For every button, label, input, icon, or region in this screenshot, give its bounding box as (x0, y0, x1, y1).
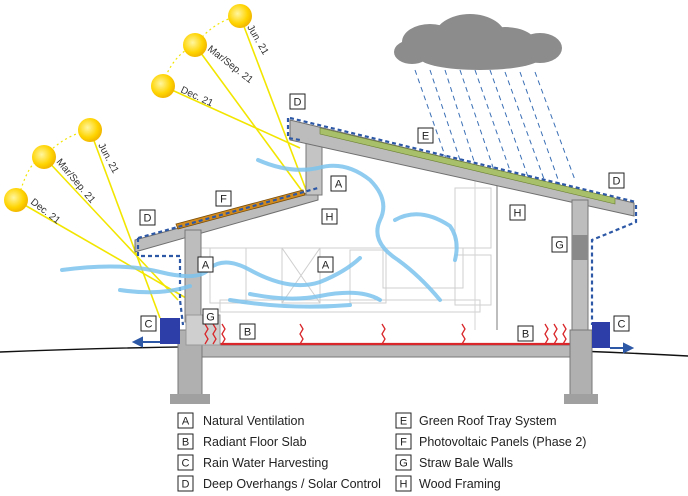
tag-B-left: B (239, 323, 256, 340)
svg-text:F: F (400, 437, 407, 449)
svg-text:D: D (294, 97, 302, 109)
legend-label-C: Rain Water Harvesting (203, 456, 328, 470)
sun-icon (32, 145, 56, 169)
svg-text:B: B (522, 329, 529, 341)
legend-label-F: Photovoltaic Panels (Phase 2) (419, 435, 586, 449)
svg-text:H: H (326, 212, 334, 224)
svg-text:A: A (202, 260, 210, 272)
tag-D-left: D (139, 209, 156, 226)
svg-text:A: A (335, 179, 343, 191)
svg-text:D: D (613, 176, 621, 188)
svg-text:B: B (182, 437, 189, 449)
svg-text:G: G (399, 458, 408, 470)
tag-F: F (215, 190, 232, 207)
tag-H-right: H (509, 204, 526, 221)
sun-icon (228, 4, 252, 28)
legend-item-B: B Radiant Floor Slab (177, 433, 307, 450)
sun-icon (183, 33, 207, 57)
legend-label-H: Wood Framing (419, 477, 501, 491)
svg-text:A: A (182, 416, 190, 428)
legend-item-C: C Rain Water Harvesting (177, 454, 328, 471)
sun-label-left-jun: Jun. 21 (95, 141, 120, 176)
tag-E: E (417, 127, 434, 144)
sun-label-right-dec: Dec. 21 (179, 85, 215, 110)
legend-item-H: H Wood Framing (395, 475, 501, 492)
legend: A Natural Ventilation B Radiant Floor Sl… (177, 412, 586, 492)
svg-text:C: C (182, 458, 190, 470)
legend-label-B: Radiant Floor Slab (203, 435, 307, 449)
tag-A-roof: A (330, 175, 347, 192)
svg-text:E: E (400, 416, 407, 428)
svg-text:H: H (514, 208, 522, 220)
tag-B-right: B (517, 325, 534, 342)
svg-text:G: G (206, 312, 215, 324)
tag-D-right: D (608, 172, 625, 189)
tag-A-mid: A (317, 256, 334, 273)
sun-label-right-marsep: Mar/Sep. 21 (205, 44, 255, 86)
svg-text:C: C (618, 319, 626, 331)
legend-label-G: Straw Bale Walls (419, 456, 513, 470)
legend-label-A: Natural Ventilation (203, 414, 305, 428)
green-roof (319, 127, 616, 205)
legend-item-D: D Deep Overhangs / Solar Control (177, 475, 381, 492)
tag-A-left: A (197, 256, 214, 273)
sun-label-left-marsep: Mar/Sep. 21 (54, 157, 98, 206)
svg-text:H: H (400, 479, 408, 491)
cistern-right (592, 322, 610, 348)
sun-rays-left (15, 129, 187, 319)
tag-G-left: G (202, 308, 219, 325)
svg-text:E: E (422, 131, 429, 143)
rain-streaks (414, 69, 576, 191)
tag-C-left: C (140, 315, 157, 332)
svg-text:F: F (220, 194, 227, 206)
legend-item-F: F Photovoltaic Panels (Phase 2) (395, 433, 586, 450)
sun-arc-left (17, 129, 91, 201)
overhang-outline (136, 116, 638, 326)
radiant-heat-icons (204, 323, 567, 345)
tag-C-right: C (613, 315, 630, 332)
airflow-ribbons (60, 158, 459, 309)
tag-D-topleft: D (289, 93, 306, 110)
svg-text:G: G (555, 240, 564, 252)
legend-item-A: A Natural Ventilation (177, 412, 305, 429)
svg-text:C: C (145, 319, 153, 331)
sun-icon (78, 118, 102, 142)
sun-icon (151, 74, 175, 98)
svg-text:D: D (144, 213, 152, 225)
cistern-left (160, 318, 180, 344)
legend-item-E: E Green Roof Tray System (395, 412, 557, 429)
tag-G-right: G (551, 236, 568, 253)
legend-item-G: G Straw Bale Walls (395, 454, 513, 471)
svg-text:B: B (244, 327, 251, 339)
outflow-arrow-right-icon (623, 342, 635, 354)
legend-label-E: Green Roof Tray System (419, 414, 557, 428)
sun-label-left-dec: Dec. 21 (28, 197, 62, 227)
sun-icon (4, 188, 28, 212)
svg-text:A: A (322, 260, 330, 272)
legend-label-D: Deep Overhangs / Solar Control (203, 477, 381, 491)
rain-cloud (394, 14, 562, 70)
svg-text:D: D (182, 479, 190, 491)
tag-H-left: H (321, 208, 338, 225)
outflow-arrow-left-icon (131, 336, 143, 348)
